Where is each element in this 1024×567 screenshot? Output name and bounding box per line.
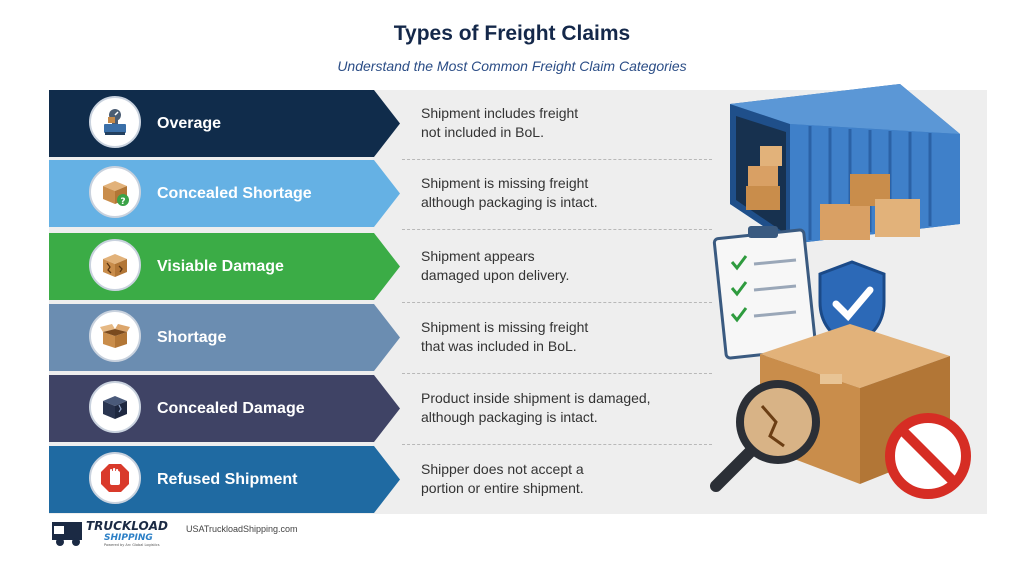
logo-brand-subname: SHIPPING: [104, 533, 153, 543]
box-question-icon: ?: [89, 166, 141, 218]
row-divider: [402, 444, 712, 445]
logo-brand-name: TRUCKLOAD: [86, 519, 168, 533]
row-divider: [402, 302, 712, 303]
claim-description: Shipment is missing freight that was inc…: [421, 319, 589, 354]
claim-row-concealed-shortage: ? Concealed Shortage Shipment is missing…: [49, 160, 719, 230]
claim-label: Concealed Damage: [157, 399, 305, 417]
damaged-box-icon: [89, 239, 141, 291]
row-divider: [402, 373, 712, 374]
claim-row-shortage: Shortage Shipment is missing freight tha…: [49, 304, 719, 374]
prohibited-icon: [885, 413, 971, 499]
website-url[interactable]: USATruckloadShipping.com: [186, 524, 298, 534]
magnifying-glass-icon: [710, 380, 820, 492]
freight-illustration: [710, 84, 971, 499]
claim-label: Overage: [157, 114, 222, 132]
clipboard-checklist-icon: [712, 226, 818, 360]
company-logo: TRUCKLOAD SHIPPING Powered by Arc Global…: [52, 519, 168, 547]
logo-tagline: Powered by Arc Global Logistics: [104, 543, 160, 547]
claim-description: Shipment appears damaged upon delivery.: [421, 248, 570, 283]
open-box-icon: [89, 310, 141, 362]
claim-description: Product inside shipment is damaged, alth…: [421, 390, 651, 425]
claim-row-concealed-damage: Concealed Damage Product inside shipment…: [49, 375, 719, 445]
claim-label: Concealed Shortage: [157, 184, 312, 202]
svg-text:?: ?: [120, 197, 125, 207]
dark-box-icon: [89, 381, 141, 433]
claim-description: Shipment is missing freight although pac…: [421, 175, 598, 210]
shipping-container-icon: [730, 84, 960, 244]
claim-row-visiable-damage: Visiable Damage Shipment appears damaged…: [49, 233, 719, 303]
claim-row-overage: Overage Shipment includes freight not in…: [49, 90, 719, 160]
page-title: Types of Freight Claims: [393, 22, 631, 45]
scale-icon: [89, 96, 141, 148]
claim-label: Visiable Damage: [157, 257, 284, 275]
claim-label: Refused Shipment: [157, 470, 298, 488]
page-subtitle: Understand the Most Common Freight Claim…: [337, 58, 687, 74]
row-divider: [402, 229, 712, 230]
claim-description: Shipment includes freight not included i…: [421, 105, 579, 140]
claim-description: Shipper does not accept a portion or ent…: [421, 461, 584, 496]
row-divider: [402, 159, 712, 160]
claim-row-refused-shipment: Refused Shipment Shipper does not accept…: [49, 446, 719, 513]
stop-hand-icon: [89, 452, 141, 504]
claim-label: Shortage: [157, 328, 227, 346]
